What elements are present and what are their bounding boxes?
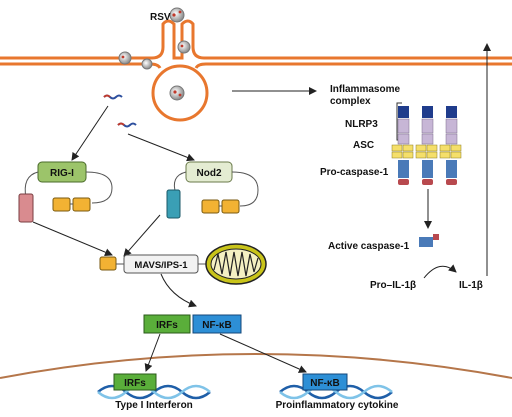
asc-layer <box>391 144 462 159</box>
rig-i-domain-1 <box>52 197 71 212</box>
type1-interferon-label: Type I Interferon <box>115 400 193 411</box>
arrow-rig-i-to-mavs <box>32 221 113 256</box>
active-caspase-tip <box>433 234 439 240</box>
inflammasome-labels: Inflammasome complex NLRP3 ASC Pro-caspa… <box>320 84 400 178</box>
mitochondrion <box>205 243 267 285</box>
cell-membrane <box>0 19 512 69</box>
procasp-3 <box>446 160 457 178</box>
virus-particle <box>118 51 132 65</box>
mavs-label: MAVS/IPS-1 <box>134 260 188 271</box>
irfs-nuc-label: IRFs <box>124 378 146 389</box>
virus-particle <box>169 7 185 23</box>
arrow-to-nod2 <box>127 133 195 162</box>
nod2-domain-1 <box>201 199 220 214</box>
procasp-tip-2 <box>422 179 433 185</box>
irfs-nuc-box <box>113 373 157 391</box>
endosome <box>151 64 209 122</box>
nod2-label: Nod2 <box>197 168 222 179</box>
nfkb-cyto-label: NF-κB <box>202 320 231 331</box>
arrow-to-rig-i <box>71 105 109 161</box>
nlrp3-mid-3 <box>445 118 458 134</box>
inflammasome-complex <box>391 106 462 185</box>
nod2-card-domain <box>166 189 181 219</box>
rig-i-card-domain <box>18 193 34 223</box>
dna-helix-right <box>279 384 393 400</box>
asc-label: ASC <box>353 140 374 151</box>
nlrp3-label: NLRP3 <box>345 119 378 130</box>
arrow-cleavage <box>423 264 457 279</box>
nfkb-nuc-label: NF-κB <box>310 378 339 389</box>
nod2-receptor: Nod2 <box>166 161 259 219</box>
nlrp3-top-3 <box>446 106 457 118</box>
il1b-label: IL-1β <box>459 280 483 291</box>
irfs-cyto-label: IRFs <box>156 320 178 331</box>
nlrp3-low-3 <box>445 133 458 145</box>
nlrp3-low-1 <box>397 133 410 145</box>
virus-particle <box>169 85 185 101</box>
inflammasome-label-line1: Inflammasome <box>330 84 400 95</box>
nlrp3-top-2 <box>422 106 433 118</box>
virus-label: RSV <box>150 12 171 23</box>
arrow-nod2-to-mavs <box>123 214 161 257</box>
arrow-nfkb-to-nucleus <box>219 333 307 373</box>
virus-particle <box>141 58 153 70</box>
proinflammatory-cytokine-label: Proinflammatory cytokine <box>276 400 399 411</box>
rig-i-domain-2 <box>72 197 91 212</box>
nod2-domain-2 <box>221 199 240 214</box>
nfkb-nuc-box <box>302 373 348 391</box>
nlrp3-mid-2 <box>421 118 434 134</box>
mavs-card-domain <box>99 256 117 271</box>
nlrp3-mid-1 <box>397 118 410 134</box>
irfs-cyto-box <box>143 314 191 334</box>
procasp-tip-3 <box>446 179 457 185</box>
pro-il1b-label: Pro–IL-1β <box>370 280 416 291</box>
virus-particle <box>177 40 191 54</box>
rig-i-label: RIG-I <box>50 168 74 179</box>
active-caspase-body <box>419 237 433 247</box>
arrow-irfs-to-nucleus <box>144 333 161 372</box>
active-caspase-label: Active caspase-1 <box>328 241 410 252</box>
mavs-complex: MAVS/IPS-1 <box>99 243 267 285</box>
transcription-factors-cytoplasm: IRFs NF-κB <box>143 314 242 334</box>
procasp-tip-1 <box>398 179 409 185</box>
pro-caspase-label: Pro-caspase-1 <box>320 167 389 178</box>
nlrp3-top-1 <box>398 106 409 118</box>
nuclear-membrane <box>0 353 512 379</box>
nfkb-cyto-box <box>192 314 242 334</box>
arrow-mavs-to-tf <box>160 273 197 308</box>
virus-particles <box>118 7 191 101</box>
procasp-2 <box>422 160 433 178</box>
nlrp3-low-2 <box>421 133 434 145</box>
viral-rna <box>103 94 137 128</box>
rig-i-receptor: RIG-I <box>18 161 113 223</box>
procasp-1 <box>398 160 409 178</box>
inflammasome-label-line2: complex <box>330 96 371 107</box>
